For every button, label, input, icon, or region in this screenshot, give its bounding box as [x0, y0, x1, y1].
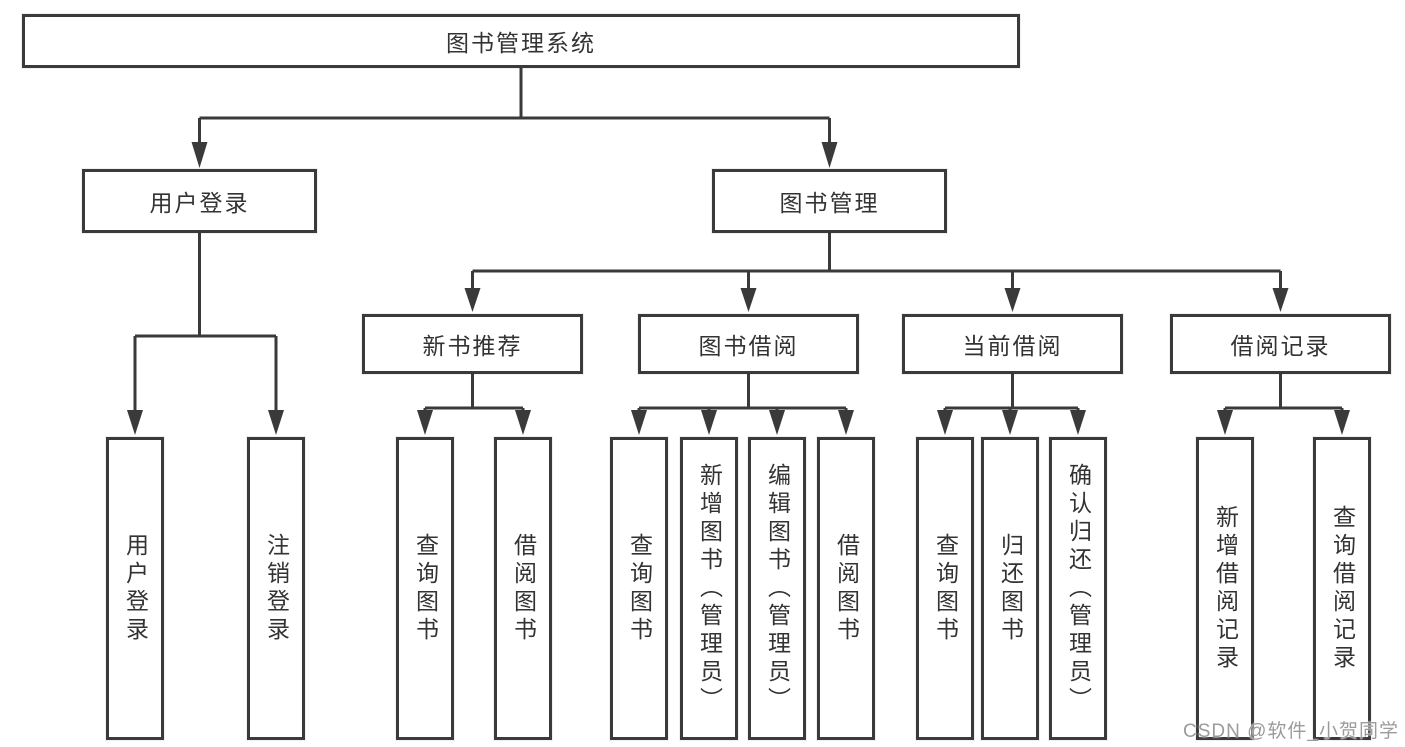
arrowhead — [631, 410, 647, 435]
leaf-return-book-label: 归还图书 — [997, 532, 1024, 645]
node-new-book-recommend-label: 新书推荐 — [422, 333, 523, 359]
arrowhead — [515, 410, 531, 435]
csdn-watermark: CSDN @软件_小贺同学 — [1183, 721, 1399, 742]
leaf-confirm-return-admin: 确认归还（管理员） — [1049, 437, 1107, 740]
arrowhead — [464, 288, 481, 312]
leaf-logout: 注销登录 — [247, 437, 305, 740]
arrowhead — [1070, 410, 1086, 435]
leaf-query-book-borrowing-label: 查询图书 — [626, 532, 653, 645]
leaf-query-book-current-label: 查询图书 — [932, 532, 959, 645]
connector-records-to-leaves — [1223, 374, 1344, 412]
leaf-borrow-book-recommend-label: 借阅图书 — [510, 532, 537, 645]
leaf-borrow-book-recommend: 借阅图书 — [494, 437, 552, 740]
connector-borrowing-to-leaves — [637, 374, 848, 412]
arrowhead — [740, 288, 757, 312]
node-user-login-label: 用户登录 — [149, 190, 250, 216]
leaf-add-book-admin: 新增图书（管理员） — [680, 437, 738, 740]
arrowhead — [838, 410, 854, 435]
leaf-query-book-current: 查询图书 — [916, 437, 974, 740]
arrowhead — [1002, 410, 1018, 435]
leaf-user-login-label: 用户登录 — [122, 532, 149, 645]
node-book-borrowing-label: 图书借阅 — [698, 333, 799, 359]
connector-newbook-to-leaves — [423, 374, 525, 412]
leaf-query-book-recommend-label: 查询图书 — [412, 532, 439, 645]
leaf-logout-label: 注销登录 — [263, 532, 290, 645]
node-root: 图书管理系统 — [22, 14, 1020, 68]
node-book-management: 图书管理 — [712, 169, 947, 233]
connector-root-to-level2 — [198, 68, 831, 144]
arrowhead — [191, 142, 208, 168]
leaf-edit-book-admin: 编辑图书（管理员） — [748, 437, 806, 740]
leaf-query-borrow-record: 查询借阅记录 — [1313, 437, 1371, 740]
node-user-login: 用户登录 — [82, 169, 317, 233]
leaf-return-book: 归还图书 — [981, 437, 1039, 740]
arrowhead — [701, 410, 717, 435]
leaf-add-book-admin-label: 新增图书（管理员） — [696, 462, 723, 715]
node-borrowing-records: 借阅记录 — [1170, 314, 1391, 374]
arrowhead — [937, 410, 953, 435]
arrowhead — [127, 410, 143, 435]
connector-current-to-leaves — [943, 374, 1080, 412]
arrowhead — [821, 142, 838, 168]
node-current-borrowing-label: 当前借阅 — [962, 333, 1063, 359]
leaf-query-book-borrowing: 查询图书 — [610, 437, 668, 740]
leaf-query-book-recommend: 查询图书 — [396, 437, 454, 740]
leaf-edit-book-admin-label: 编辑图书（管理员） — [764, 462, 791, 715]
arrowhead — [1334, 410, 1350, 435]
node-book-borrowing: 图书借阅 — [638, 314, 859, 374]
leaf-add-borrow-record-label: 新增借阅记录 — [1212, 504, 1239, 673]
arrowhead — [268, 410, 284, 435]
leaf-user-login: 用户登录 — [106, 437, 164, 740]
node-book-management-label: 图书管理 — [779, 190, 880, 216]
arrowhead — [769, 410, 785, 435]
leaf-confirm-return-admin-label: 确认归还（管理员） — [1065, 462, 1092, 715]
connector-management-to-level3 — [471, 233, 1282, 290]
leaf-borrow-book: 借阅图书 — [817, 437, 875, 740]
node-root-label: 图书管理系统 — [446, 30, 596, 56]
leaf-add-borrow-record: 新增借阅记录 — [1196, 437, 1254, 740]
node-borrowing-records-label: 借阅记录 — [1230, 333, 1331, 359]
node-current-borrowing: 当前借阅 — [902, 314, 1123, 374]
arrowhead — [1217, 410, 1233, 435]
connector-userlogin-to-leaves — [133, 233, 278, 412]
arrowhead — [417, 410, 433, 435]
arrowhead — [1272, 288, 1289, 312]
node-new-book-recommend: 新书推荐 — [362, 314, 583, 374]
leaf-query-borrow-record-label: 查询借阅记录 — [1329, 504, 1356, 673]
arrowhead — [1004, 288, 1021, 312]
leaf-borrow-book-label: 借阅图书 — [833, 532, 860, 645]
